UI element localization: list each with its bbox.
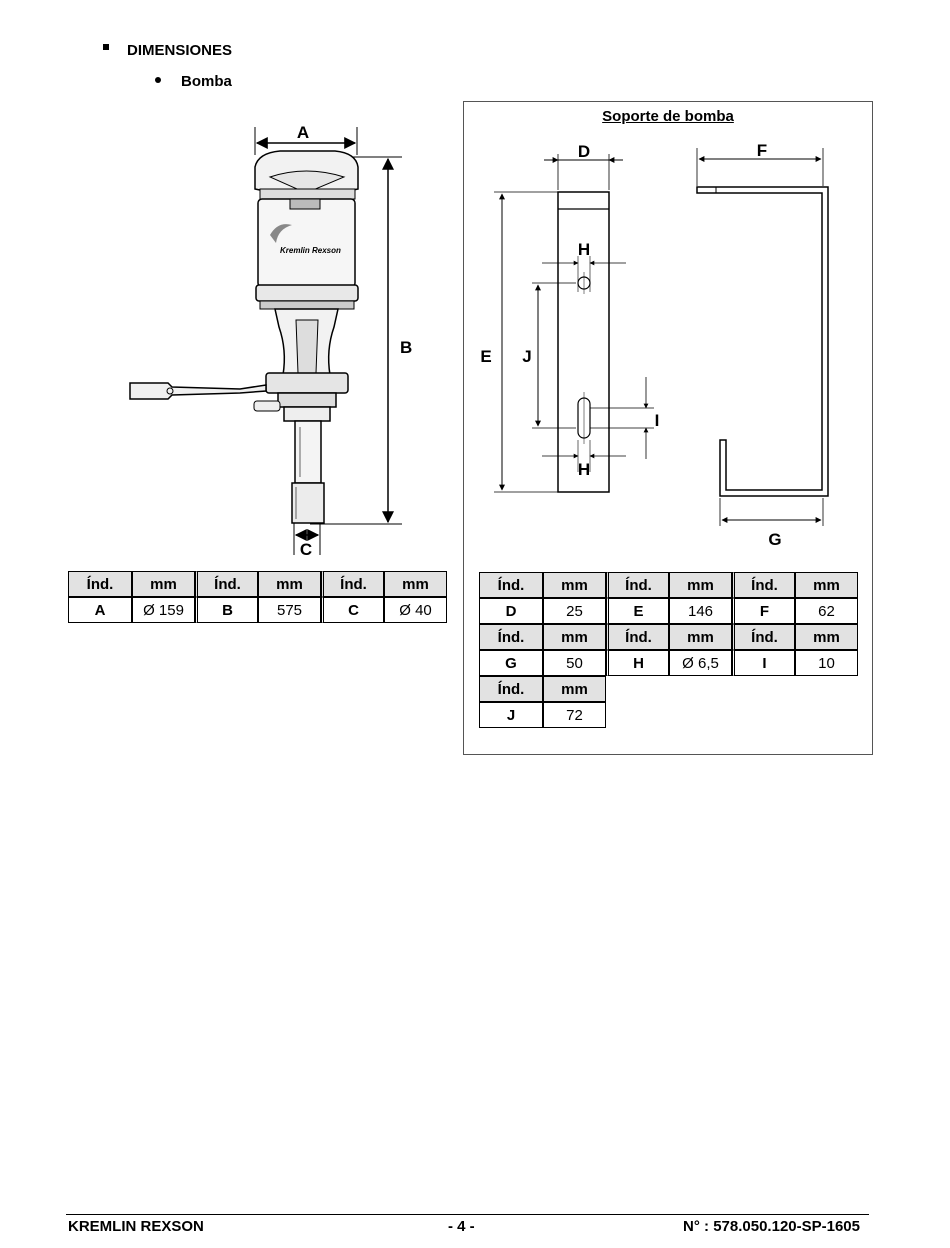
table-cell: 146 <box>669 598 732 624</box>
table-header-cell: mm <box>384 571 447 597</box>
table-header-cell: Índ. <box>479 676 543 702</box>
motor-body <box>257 198 356 288</box>
table-header-cell: mm <box>543 572 606 598</box>
table-header-cell: Índ. <box>68 571 132 597</box>
table-header-cell: Índ. <box>732 624 795 650</box>
table-cell: D <box>479 598 543 624</box>
table-cell: Ø 6,5 <box>669 650 732 676</box>
support-hook-profile <box>696 186 829 497</box>
dimension-b-label: B <box>400 338 412 357</box>
dimension-f-label: F <box>757 141 767 160</box>
dimension-a-label: A <box>297 123 309 142</box>
table-header-cell: mm <box>543 676 606 702</box>
table-cell: I <box>732 650 795 676</box>
panel-title: Soporte de bomba <box>602 108 734 125</box>
pump-dimensions-table: Índ. mm Índ. mm Índ. mm A Ø 159 B 575 C … <box>68 571 447 623</box>
table-header-cell: mm <box>132 571 195 597</box>
table-cell: 50 <box>543 650 606 676</box>
footer-rule <box>66 1214 869 1215</box>
table-cell: B <box>195 597 258 623</box>
dimension-j-label: J <box>522 347 531 366</box>
table-cell: 62 <box>795 598 858 624</box>
table-cell: E <box>606 598 669 624</box>
subsection-heading: Bomba <box>155 73 232 90</box>
brand-logo-icon <box>270 224 292 243</box>
footer-page-number: - 4 - <box>448 1218 475 1235</box>
pump-drawing: A B Kremlin Rexson C <box>129 123 412 559</box>
dimension-d-label: D <box>578 142 590 161</box>
dimension-e-label: E <box>480 347 491 366</box>
table-cell: Ø 40 <box>384 597 447 623</box>
table-cell: 72 <box>543 702 606 728</box>
brand-mark: Kremlin Rexson <box>280 246 341 255</box>
table-cell: J <box>479 702 543 728</box>
dimension-h-upper-label: H <box>578 240 590 259</box>
table-header-cell: mm <box>669 624 732 650</box>
support-dimensions-table: Índ. mm Índ. mm Índ. mm D 25 E 146 F 62 … <box>479 572 858 728</box>
dimension-i-label: I <box>655 411 660 430</box>
table-cell: Ø 159 <box>132 597 195 623</box>
footer-doc-number: N° : 578.050.120-SP-1605 <box>683 1218 860 1235</box>
table-header-cell: mm <box>258 571 321 597</box>
table-cell: C <box>321 597 384 623</box>
support-plate <box>557 191 610 493</box>
dimension-h-lower-label: H <box>578 460 590 479</box>
table-cell: A <box>68 597 132 623</box>
table-header-cell: mm <box>795 624 858 650</box>
section-heading: DIMENSIONES <box>103 42 232 59</box>
table-cell: F <box>732 598 795 624</box>
table-cell: G <box>479 650 543 676</box>
table-cell: 25 <box>543 598 606 624</box>
dimension-g-label: G <box>768 530 781 549</box>
support-drawing: D E J H H I F <box>480 141 829 549</box>
table-header-cell: mm <box>669 572 732 598</box>
table-header-cell: mm <box>543 624 606 650</box>
table-header-cell: Índ. <box>321 571 384 597</box>
dimension-c-label: C <box>300 540 312 559</box>
table-cell: 10 <box>795 650 858 676</box>
table-header-cell: Índ. <box>606 624 669 650</box>
pump-support-panel: Soporte de bomba D E J <box>463 101 873 755</box>
pump-handle <box>129 382 267 400</box>
table-header-cell: Índ. <box>195 571 258 597</box>
square-bullet-icon <box>103 44 109 51</box>
table-header-cell: Índ. <box>479 624 543 650</box>
table-cell: H <box>606 650 669 676</box>
table-header-cell: mm <box>795 572 858 598</box>
table-header-cell: Índ. <box>732 572 795 598</box>
round-bullet-icon <box>155 77 161 84</box>
footer-company: KREMLIN REXSON <box>68 1218 204 1235</box>
pump-tube <box>294 420 322 484</box>
table-header-cell: Índ. <box>606 572 669 598</box>
table-header-cell: Índ. <box>479 572 543 598</box>
pump-inlet <box>291 482 325 524</box>
table-cell: 575 <box>258 597 321 623</box>
